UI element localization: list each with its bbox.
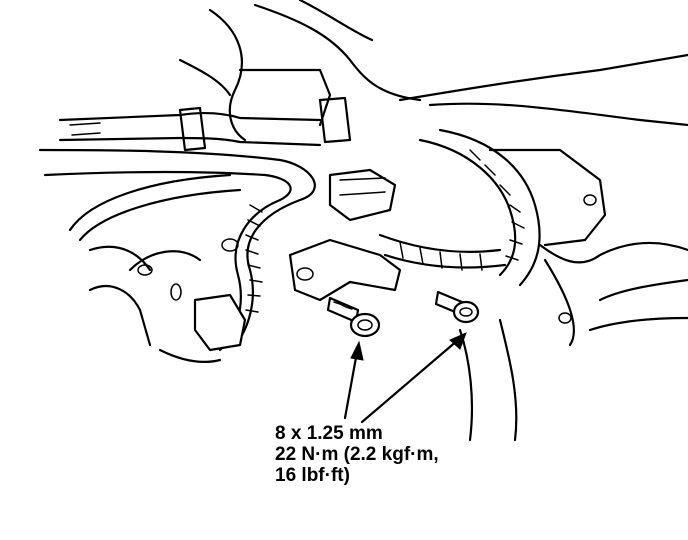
engine-block-outline: [88, 0, 688, 442]
arrow-icon: [449, 332, 467, 350]
torque-value-label: 22 N·m (2.2 kgf·m,: [275, 444, 439, 465]
bolt-left: [326, 296, 381, 338]
center-cap: [328, 168, 397, 222]
torque-spec-callout: 8 x 1.25 mm 22 N·m (2.2 kgf·m, 16 lbf·ft…: [275, 423, 439, 486]
mounting-bracket: [288, 238, 402, 302]
right-harness-bundle: [378, 128, 541, 287]
torque-value-imperial-label: 16 lbf·ft): [275, 465, 350, 486]
leader-arrows: [343, 332, 467, 424]
wiring-harness: [38, 148, 316, 352]
upper-hose: [58, 96, 352, 152]
bolt-size-label: 8 x 1.25 mm: [275, 423, 383, 444]
arrow-icon: [350, 340, 364, 361]
lower-left-component: [137, 238, 247, 352]
bolt-right: [434, 290, 480, 324]
right-housing: [488, 148, 688, 347]
